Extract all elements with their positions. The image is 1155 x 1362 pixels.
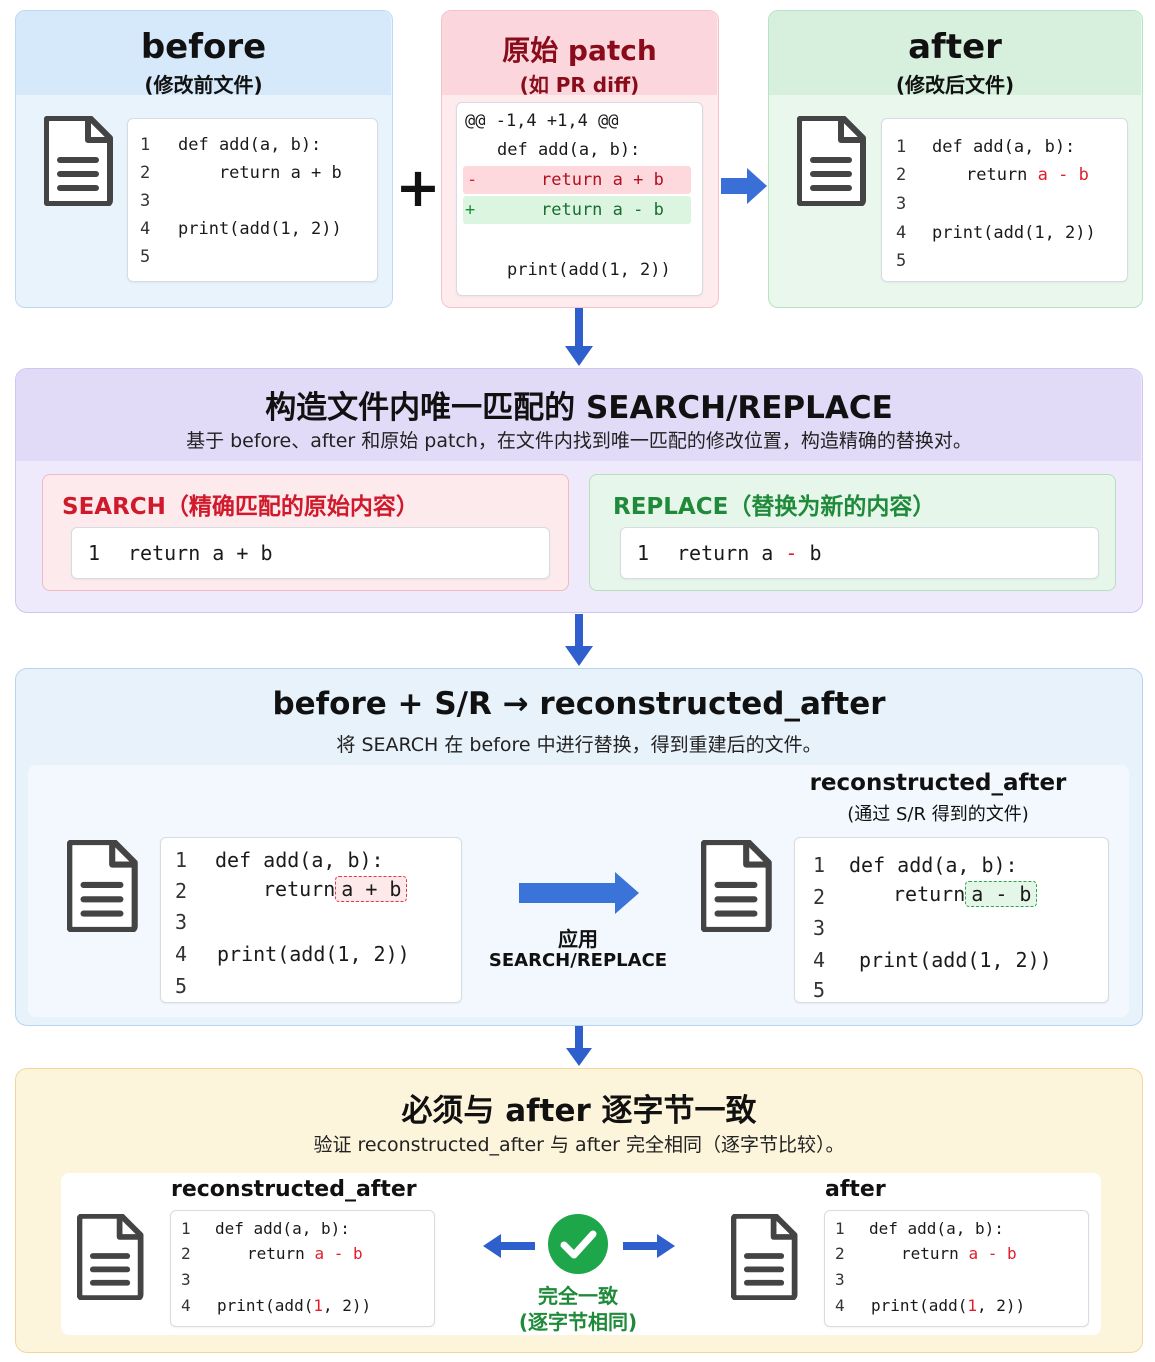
down-arrow-2 [565, 614, 593, 666]
verify-right-title: after [825, 1177, 886, 1202]
after-code: 1 def add(a, b): 2 return a - b 3 4 prin… [881, 118, 1128, 282]
reconstructed-after-title: reconstructed_after [809, 770, 1067, 796]
replace-title: REPLACE（替换为新的内容） [613, 494, 936, 520]
patch-subtitle: (如 PR diff) [519, 73, 640, 97]
after-file-icon [797, 116, 866, 206]
patch-title: 原始 patch [502, 34, 657, 67]
down-arrow-3 [566, 1026, 592, 1066]
match-label-2: (逐字节相同) [518, 1310, 638, 1334]
before-title: before [140, 27, 267, 67]
verify-title: 必须与 after 逐字节一致 [401, 1093, 757, 1129]
search-title: SEARCH（精确匹配的原始内容） [62, 494, 419, 520]
before-file-icon [44, 116, 113, 206]
apply-label-1: 应用 [558, 927, 598, 951]
down-arrow-1 [565, 308, 593, 366]
apply-arrow [519, 872, 639, 914]
reconstruct-title: before + S/R → reconstructed_after [272, 686, 886, 722]
verify-left-file-icon [77, 1214, 144, 1300]
reconstructed-after-subtitle: (通过 S/R 得到的文件) [847, 804, 1029, 825]
before-code: 1 def add(a, b): 2 return a + b 3 4 prin… [127, 118, 378, 282]
match-label-1: 完全一致 [538, 1284, 618, 1308]
verify-left-arrow [483, 1234, 535, 1258]
verify-right-code: 1 def add(a, b): 2 return a - b 3 4 prin… [824, 1210, 1089, 1327]
verify-right-arrow [623, 1234, 675, 1258]
verify-desc: 验证 reconstructed_after 与 after 完全相同（逐字节比… [313, 1134, 845, 1156]
reconstruct-before-file-icon [67, 840, 138, 932]
verify-right-file-icon [731, 1214, 798, 1300]
after-title: after [908, 27, 1002, 67]
apply-label-2: SEARCH/REPLACE [488, 950, 668, 971]
reconstruct-after-file-icon [701, 840, 772, 932]
replace-code: 1 return a - b [620, 527, 1099, 579]
patch-to-after-arrow [721, 168, 767, 204]
verify-left-title: reconstructed_after [171, 1177, 417, 1202]
patch-diff: @@ -1,4 +1,4 @@ def add(a, b): - return … [456, 102, 703, 296]
before-subtitle: (修改前文件) [144, 73, 263, 97]
check-icon [548, 1214, 608, 1274]
verify-left-code: 1 def add(a, b): 2 return a - b 3 4 prin… [170, 1210, 435, 1327]
construct-desc: 基于 before、after 和原始 patch，在文件内找到唯一匹配的修改位… [186, 430, 972, 452]
reconstruct-desc: 将 SEARCH 在 before 中进行替换，得到重建后的文件。 [336, 734, 822, 756]
after-subtitle: (修改后文件) [895, 73, 1015, 97]
construct-title: 构造文件内唯一匹配的 SEARCH/REPLACE [265, 390, 893, 426]
search-code: 1 return a + b [71, 527, 550, 579]
plus-symbol: + [395, 156, 441, 219]
